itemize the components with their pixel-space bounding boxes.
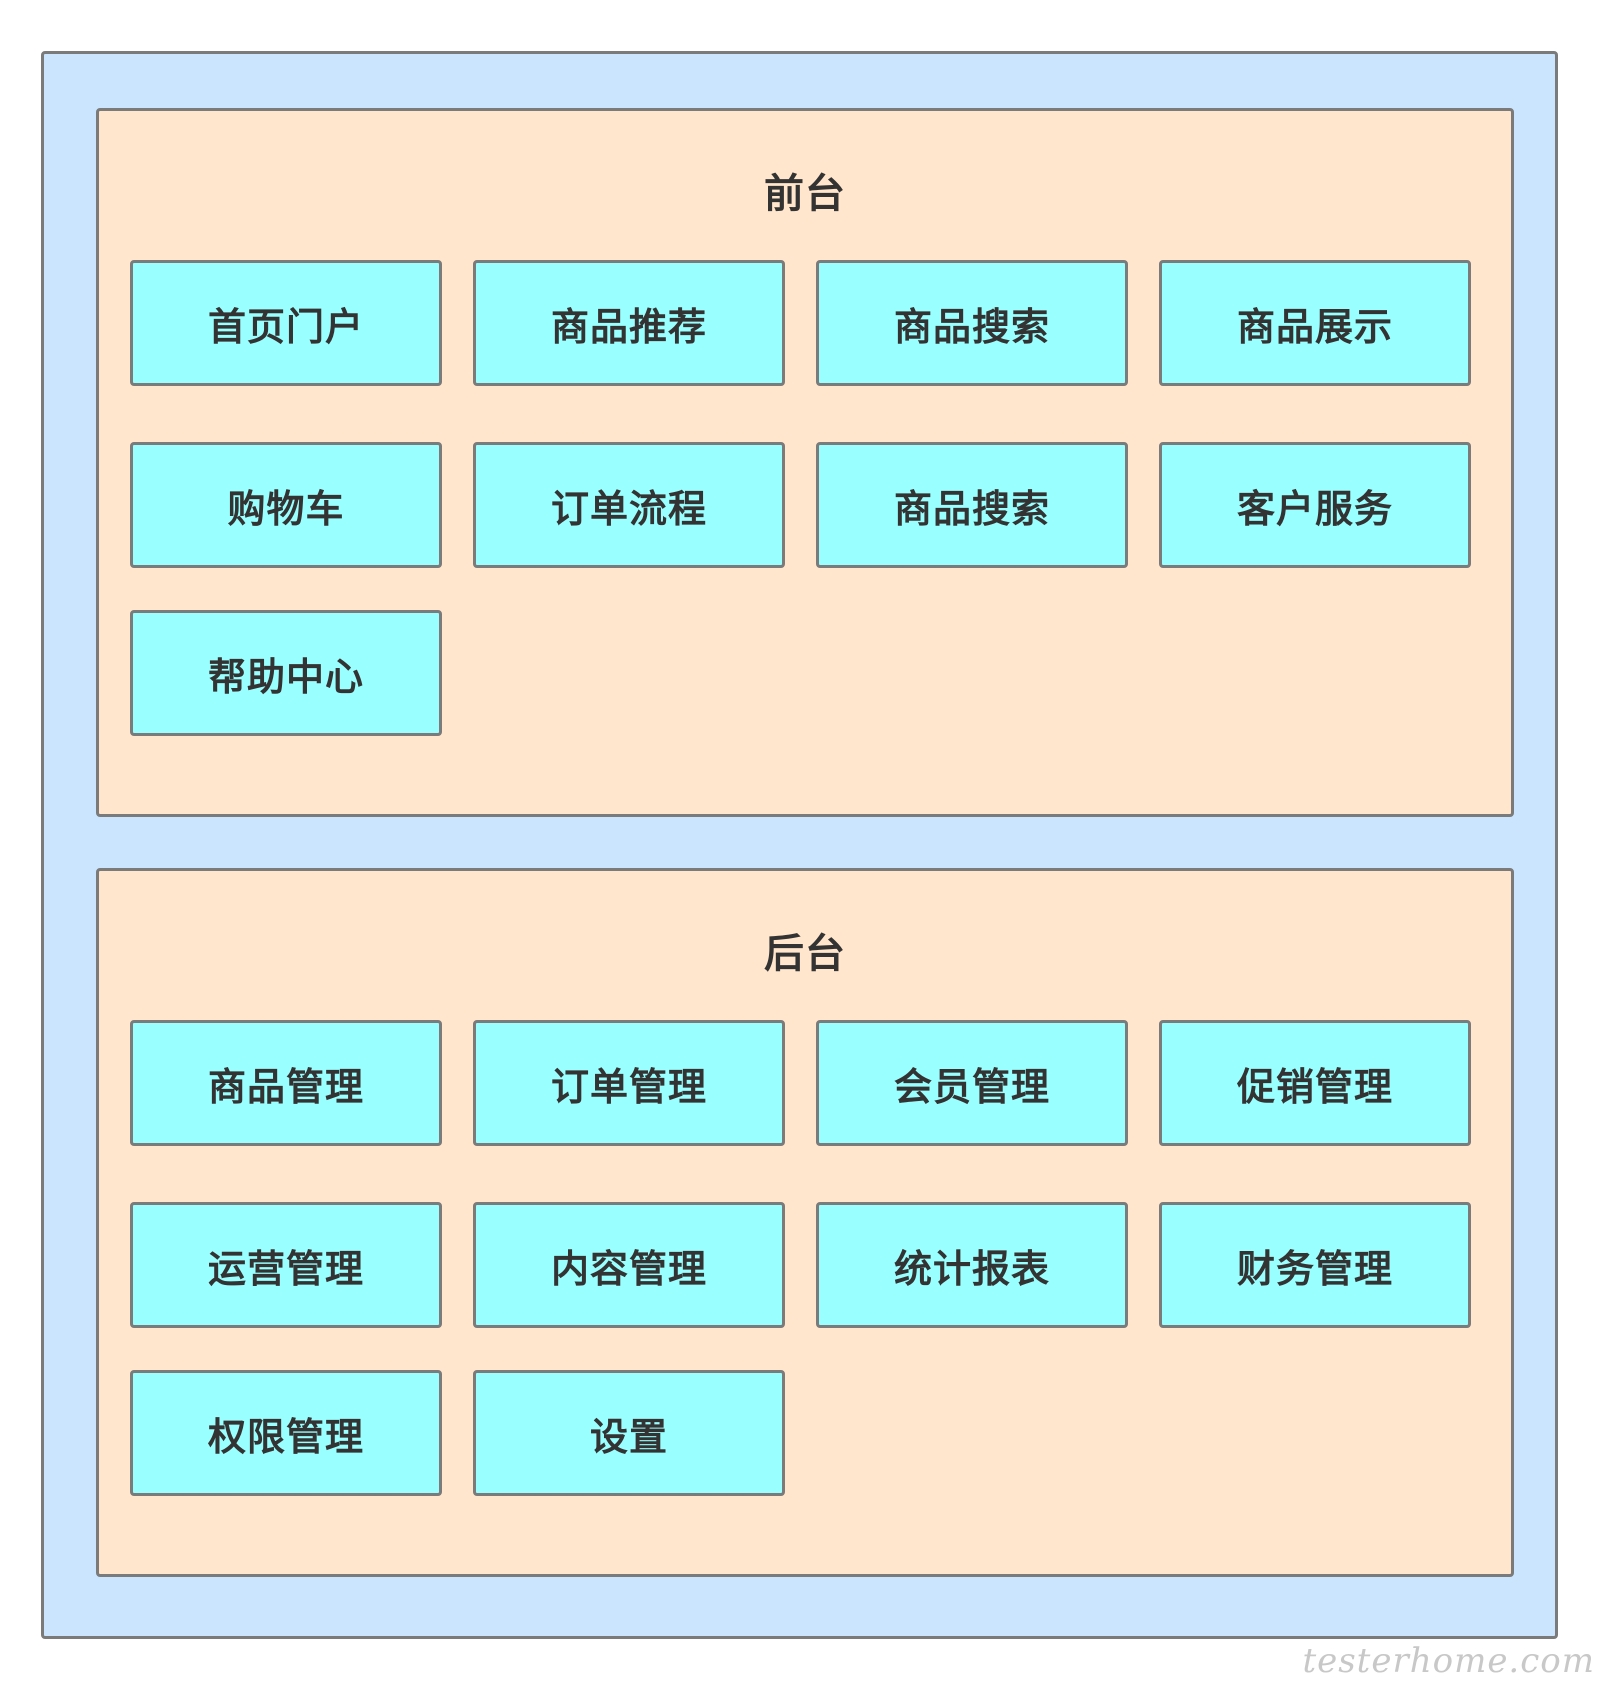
module-product-recommendation: 商品推荐 [473,260,785,386]
module-member-management: 会员管理 [816,1020,1128,1146]
module-order-management: 订单管理 [473,1020,785,1146]
frontend-module-grid: 首页门户 商品推荐 商品搜索 商品展示 购物车 订单流程 商品搜索 客户服务 帮… [130,260,1471,736]
module-promotion-management: 促销管理 [1159,1020,1471,1146]
system-architecture-container: 前台 首页门户 商品推荐 商品搜索 商品展示 购物车 订单流程 商品搜索 客户服… [41,51,1558,1639]
frontend-section-title: 前台 [764,171,846,217]
frontend-section: 前台 首页门户 商品推荐 商品搜索 商品展示 购物车 订单流程 商品搜索 客户服… [96,108,1514,817]
module-content-management: 内容管理 [473,1202,785,1328]
module-product-management: 商品管理 [130,1020,442,1146]
module-settings: 设置 [473,1370,785,1496]
backend-section-title: 后台 [764,931,846,977]
module-operations-management: 运营管理 [130,1202,442,1328]
module-product-search: 商品搜索 [816,260,1128,386]
module-help-center: 帮助中心 [130,610,442,736]
module-customer-service: 客户服务 [1159,442,1471,568]
module-product-search-2: 商品搜索 [816,442,1128,568]
module-product-display: 商品展示 [1159,260,1471,386]
backend-module-grid: 商品管理 订单管理 会员管理 促销管理 运营管理 内容管理 统计报表 财务管理 … [130,1020,1471,1496]
module-homepage-portal: 首页门户 [130,260,442,386]
module-shopping-cart: 购物车 [130,442,442,568]
module-statistics-report: 统计报表 [816,1202,1128,1328]
module-permission-management: 权限管理 [130,1370,442,1496]
backend-section: 后台 商品管理 订单管理 会员管理 促销管理 运营管理 内容管理 统计报表 财务… [96,868,1514,1577]
module-order-flow: 订单流程 [473,442,785,568]
module-finance-management: 财务管理 [1159,1202,1471,1328]
watermark: testerhome.com [1302,1641,1595,1681]
